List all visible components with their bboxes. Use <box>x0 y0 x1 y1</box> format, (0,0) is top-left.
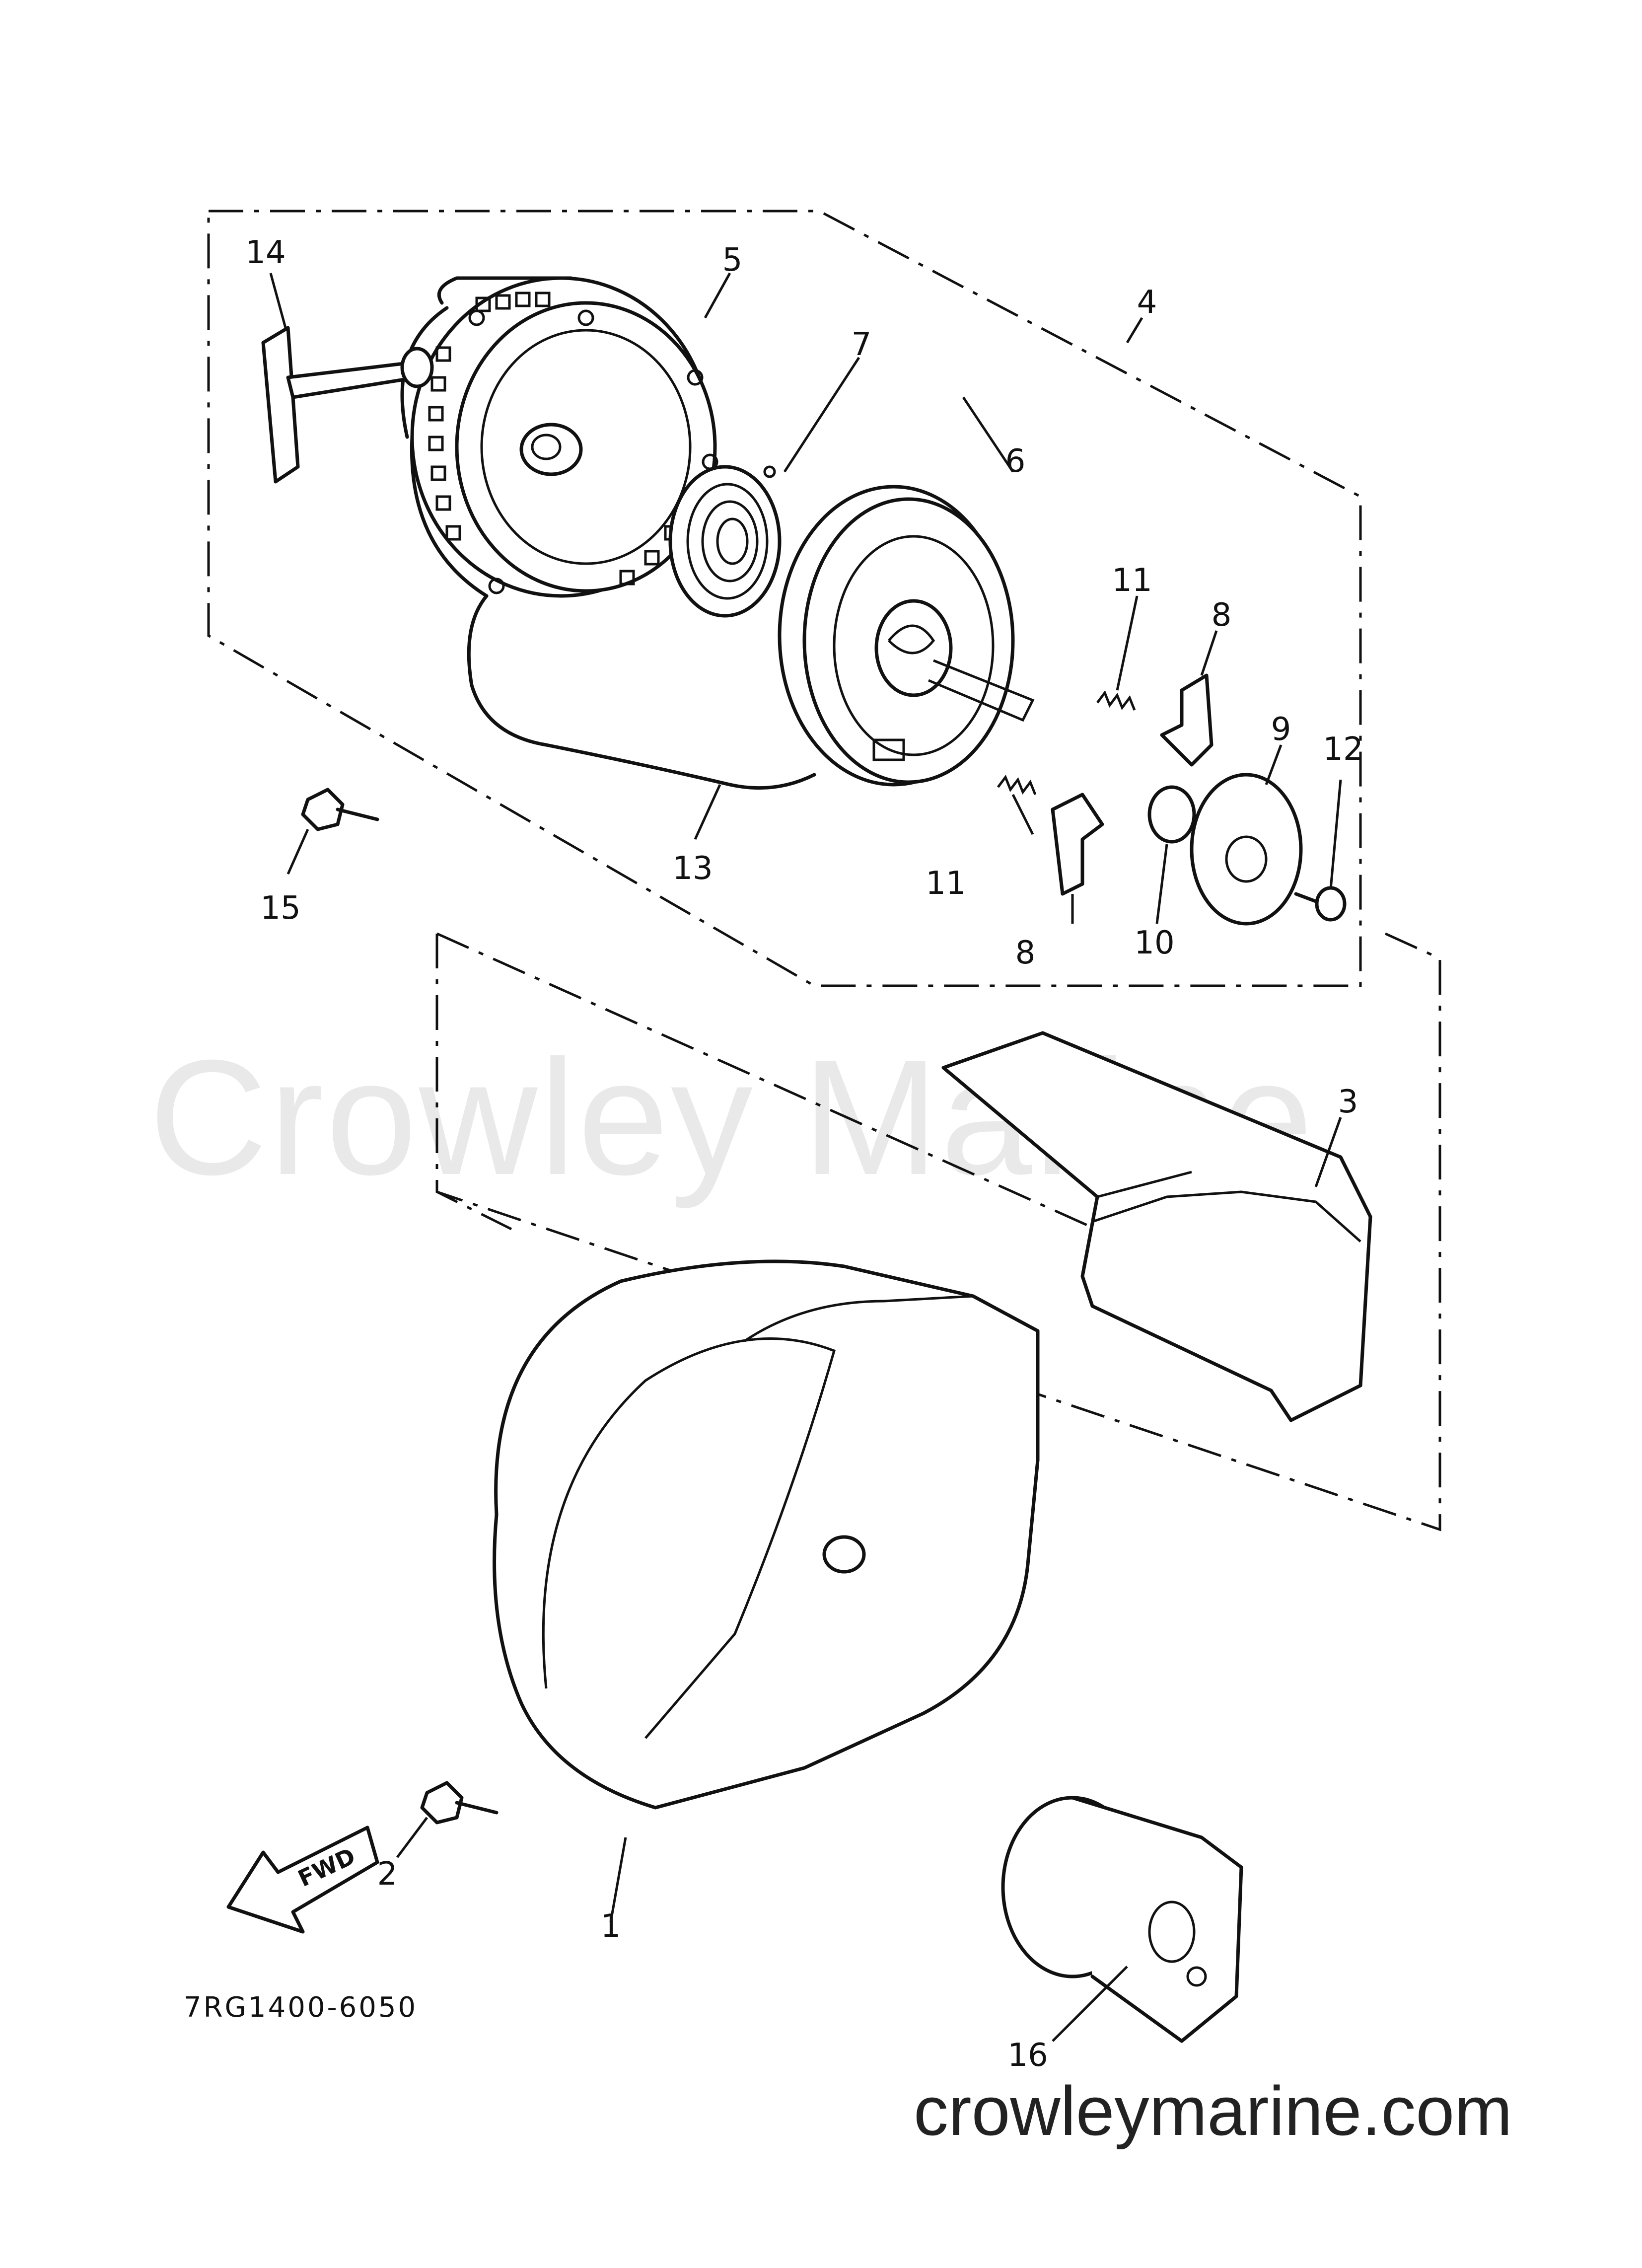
callout-9: 9 <box>1271 711 1291 748</box>
callouts: 1 2 3 4 5 6 7 8 8 9 10 11 11 12 13 14 15… <box>245 234 1363 2074</box>
starter-handle-part-14 <box>261 326 434 484</box>
callout-13: 13 <box>672 850 713 887</box>
starter-assembly-boundary <box>207 210 1362 987</box>
starter-case-part-5 <box>400 276 718 598</box>
callout-5: 5 <box>722 242 743 279</box>
callout-2: 2 <box>377 1856 398 1893</box>
callout-8-upper: 8 <box>1212 597 1232 634</box>
callout-14: 14 <box>245 234 286 271</box>
bolt-part-15 <box>301 788 379 831</box>
leader-lines <box>269 272 1342 2042</box>
ring-part-10 <box>1147 785 1196 844</box>
lower-assembly-boundary-right <box>436 932 1441 1532</box>
callout-3: 3 <box>1338 1084 1358 1120</box>
part-code: 7RG1400-6050 <box>184 1991 418 2024</box>
cup-part-16 <box>1001 1796 1243 2043</box>
lower-assembly-boundary <box>435 934 512 1231</box>
spring-part-11-lower <box>997 774 1037 795</box>
plate-part-9 <box>1190 773 1303 926</box>
pawl-part-8-upper <box>1160 673 1214 767</box>
callout-15: 15 <box>260 890 300 927</box>
callout-8-lower: 8 <box>1015 935 1036 971</box>
cover-part-3 <box>941 1031 1372 1422</box>
bolt-part-12 <box>1294 886 1347 922</box>
callout-16: 16 <box>1007 2037 1048 2074</box>
callout-11-lower: 11 <box>926 865 966 902</box>
callout-10: 10 <box>1134 925 1174 961</box>
bolt-part-2 <box>420 1781 499 1825</box>
callout-1: 1 <box>601 1908 621 1945</box>
flywheel-cover-part-1 <box>493 1259 1040 1810</box>
spiral-spring-part-7 <box>668 465 782 618</box>
pawl-part-8-lower <box>1051 793 1104 896</box>
spring-part-11-upper <box>1096 690 1136 711</box>
callout-6: 6 <box>1005 443 1026 480</box>
footer-url: crowleymarine.com <box>914 2072 1512 2150</box>
callout-12: 12 <box>1323 731 1363 768</box>
callout-11-upper: 11 <box>1112 562 1152 599</box>
pulley-part-6 <box>778 485 1035 787</box>
callout-7: 7 <box>852 326 872 363</box>
fwd-arrow-icon: FWD <box>226 1826 379 1934</box>
starter-rope-part-13 <box>467 594 816 790</box>
callout-4: 4 <box>1137 284 1157 321</box>
